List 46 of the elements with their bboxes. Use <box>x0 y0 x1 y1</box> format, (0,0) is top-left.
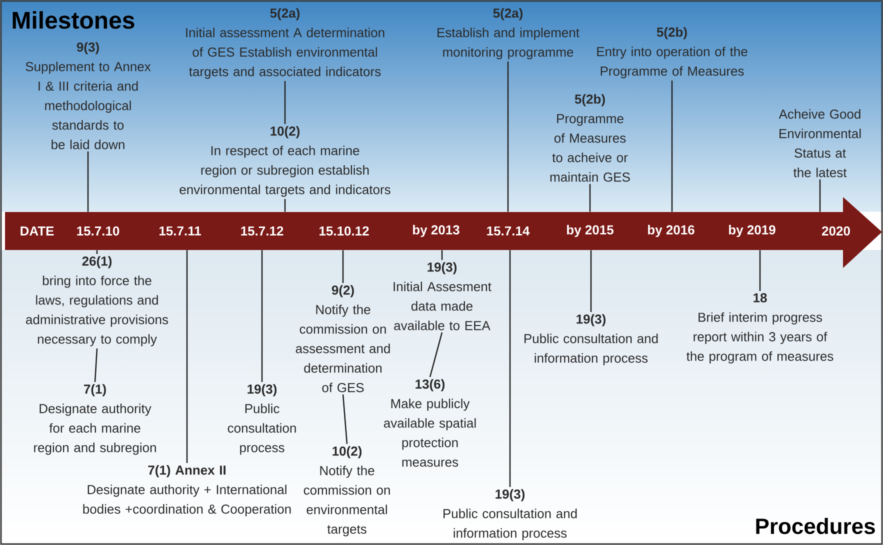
connector-line <box>759 250 761 291</box>
procedure-text: 7(1) Designate authority for each marine region and subregion <box>34 384 156 455</box>
connector-line <box>342 250 344 283</box>
date-label: by 2013 <box>413 224 460 238</box>
date-label: by 2016 <box>648 224 694 238</box>
connector-line <box>186 250 188 463</box>
date-label: 15.7.14 <box>487 226 530 236</box>
connector-line <box>507 62 509 212</box>
date-label: DATE <box>20 226 54 236</box>
milestone-text: 5(2a) Establish and implement monitoring programme <box>438 8 580 60</box>
date-label: by 2019 <box>729 224 776 238</box>
milestone-text: 9(3) Supplement to Annex I & III criteria and methodological standards to be laid down <box>26 42 151 150</box>
section-heading: Procedures <box>756 518 875 534</box>
connector-line <box>819 179 821 212</box>
date-label: 2020 <box>822 226 850 236</box>
connector-line <box>94 348 98 382</box>
milestone-text: 5(2b) Programme of Measures to acheive or maintain GES <box>550 94 630 182</box>
date-label: 15.7.12 <box>241 226 284 236</box>
milestone-text: 5(2a) Initial assessment A determination of GES Establish environmental targets and associated indicators <box>186 8 384 79</box>
milestone-text: Acheive Good Environmental Status at the latest <box>778 109 861 178</box>
connector-line <box>87 151 89 212</box>
milestone-text: 5(2b) Entry into operation of the Programme of Measures <box>597 27 748 78</box>
connector-line <box>284 81 286 124</box>
connector-line <box>96 250 98 254</box>
connector-line <box>589 184 591 212</box>
section-heading: Milestones <box>12 11 134 29</box>
date-label: 15.7.11 <box>160 226 201 236</box>
milestone-text: 10(2) In respect of each marine region or subregion establish environmental targets and indicators <box>180 126 390 197</box>
connector-line <box>429 332 443 378</box>
procedure-text: 19(3) Public consultation and information process <box>444 489 577 540</box>
connector-line <box>284 199 286 212</box>
connector-line <box>441 250 443 260</box>
connector-line <box>261 250 263 382</box>
connector-line <box>342 394 348 444</box>
procedure-text: 19(3) Initial Assesment data made available to EEA <box>394 262 492 330</box>
connector-line <box>509 250 511 487</box>
procedure-text: 7(1) Annex II Designate authority + International bodies +coordination & Cooperation <box>83 465 291 516</box>
date-label: 15.10.12 <box>320 226 369 236</box>
procedure-text: 19(3) Public consultation process <box>228 384 296 455</box>
procedure-text: 18 Brief interim progress report within 3 years of the program of measures <box>686 293 834 364</box>
date-label: 15.7.10 <box>77 226 120 236</box>
date-label: by 2015 <box>567 224 614 238</box>
connector-line <box>590 250 592 312</box>
procedure-text: 19(3) Public consultation and information process <box>524 314 658 366</box>
connector-line <box>671 80 673 212</box>
procedure-text: 26(1) bring into force the laws, regulations and administrative provisions necessary to comply <box>26 256 168 346</box>
